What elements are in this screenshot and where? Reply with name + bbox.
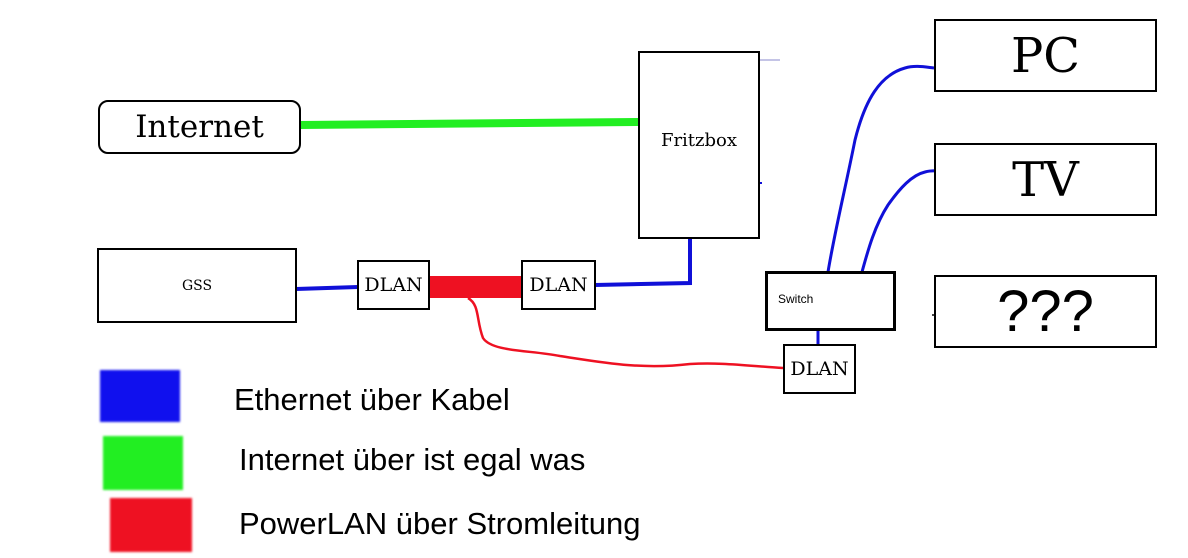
ethernet-switch-pc xyxy=(826,64,935,273)
internet-label: Internet xyxy=(135,109,264,145)
unknown-label: ??? xyxy=(997,279,1094,344)
dlan-left-label: DLAN xyxy=(364,274,423,296)
dlan-switch-label: DLAN xyxy=(790,358,849,380)
ethernet-gss-dlan xyxy=(295,285,359,291)
legend-swatch-powerlan xyxy=(110,498,192,552)
dlan-switch-node: DLAN xyxy=(783,344,856,394)
gss-label: GSS xyxy=(181,277,213,294)
ethernet-switch-tv xyxy=(860,169,943,273)
pc-node: PC xyxy=(934,19,1157,92)
tv-label: TV xyxy=(1012,151,1079,208)
legend-swatch-ethernet xyxy=(100,370,180,422)
pc-label: PC xyxy=(1010,27,1081,84)
switch-label: Switch xyxy=(778,292,814,306)
powerlan-thin xyxy=(467,296,784,370)
gss-node: GSS xyxy=(97,248,297,323)
dlan-middle-node: DLAN xyxy=(521,260,596,310)
legend-swatch-internet xyxy=(103,436,183,490)
fritzbox-label: Fritzbox xyxy=(660,129,738,151)
legend-label-internet: Internet über ist egal was xyxy=(239,442,586,477)
internet-link xyxy=(299,118,641,129)
switch-node: Switch xyxy=(765,271,896,331)
unknown-node: ??? xyxy=(934,275,1157,348)
internet-node: Internet xyxy=(98,100,301,154)
legend-label-ethernet: Ethernet über Kabel xyxy=(234,382,510,417)
dlan-middle-label: DLAN xyxy=(529,274,588,296)
tv-node: TV xyxy=(934,143,1157,216)
fritzbox-node: Fritzbox xyxy=(638,51,760,239)
legend-label-powerlan: PowerLAN über Stromleitung xyxy=(239,506,641,541)
ethernet-dlan-fritzbox xyxy=(594,238,692,287)
dlan-left-node: DLAN xyxy=(357,260,430,310)
